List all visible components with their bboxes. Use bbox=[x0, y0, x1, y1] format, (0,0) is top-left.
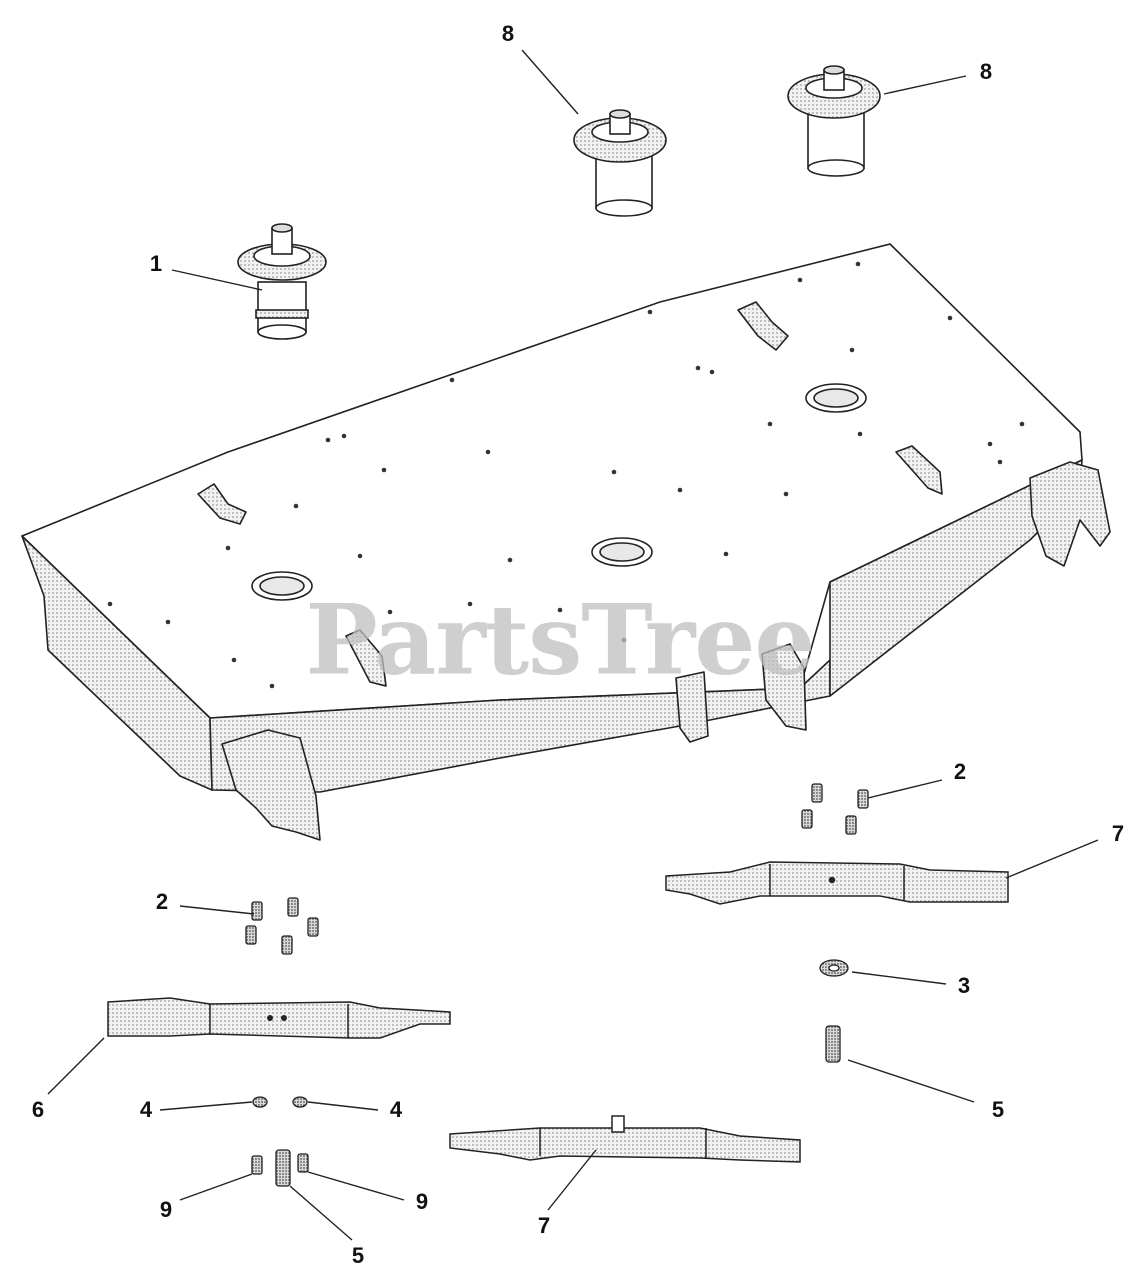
spindle-assembly-8b bbox=[787, 65, 881, 177]
spindle-assembly-8a bbox=[573, 109, 667, 217]
callout-6: 6 bbox=[31, 1097, 45, 1122]
callout-9-right: 9 bbox=[415, 1189, 429, 1214]
leader-lines bbox=[47, 49, 1099, 1241]
callout-4-right: 4 bbox=[389, 1097, 403, 1122]
deck-hanger bbox=[675, 671, 709, 743]
callout-7-upper: 7 bbox=[1111, 821, 1125, 846]
callout-8-center: 8 bbox=[501, 21, 515, 46]
callout-4-left: 4 bbox=[139, 1097, 153, 1122]
callout-9-left: 9 bbox=[159, 1197, 173, 1222]
callout-5-right: 5 bbox=[991, 1097, 1005, 1122]
callout-8-right: 8 bbox=[979, 59, 993, 84]
deck-bracket bbox=[895, 445, 943, 495]
deck-bracket bbox=[737, 301, 789, 351]
deck-bracket bbox=[345, 629, 387, 687]
blade-7-lower bbox=[449, 1115, 801, 1163]
deck-rivets bbox=[107, 261, 1025, 689]
deck-hanger bbox=[761, 643, 807, 731]
deck-hanger bbox=[221, 729, 321, 841]
watermark: PartsTree bbox=[305, 583, 816, 697]
blade-7-upper bbox=[665, 861, 1009, 905]
spindle-assembly-1 bbox=[237, 223, 327, 340]
deck-hanger bbox=[1029, 461, 1111, 567]
callout-2-left: 2 bbox=[155, 889, 169, 914]
callout-5-left: 5 bbox=[351, 1243, 365, 1268]
callout-2-right: 2 bbox=[953, 759, 967, 784]
blade-6 bbox=[107, 997, 451, 1039]
callout-3: 3 bbox=[957, 973, 971, 998]
callout-1: 1 bbox=[149, 251, 163, 276]
mower-deck bbox=[21, 243, 1111, 841]
callout-7-lower: 7 bbox=[537, 1213, 551, 1238]
deck-bracket bbox=[197, 483, 247, 525]
hardware bbox=[245, 783, 869, 1187]
